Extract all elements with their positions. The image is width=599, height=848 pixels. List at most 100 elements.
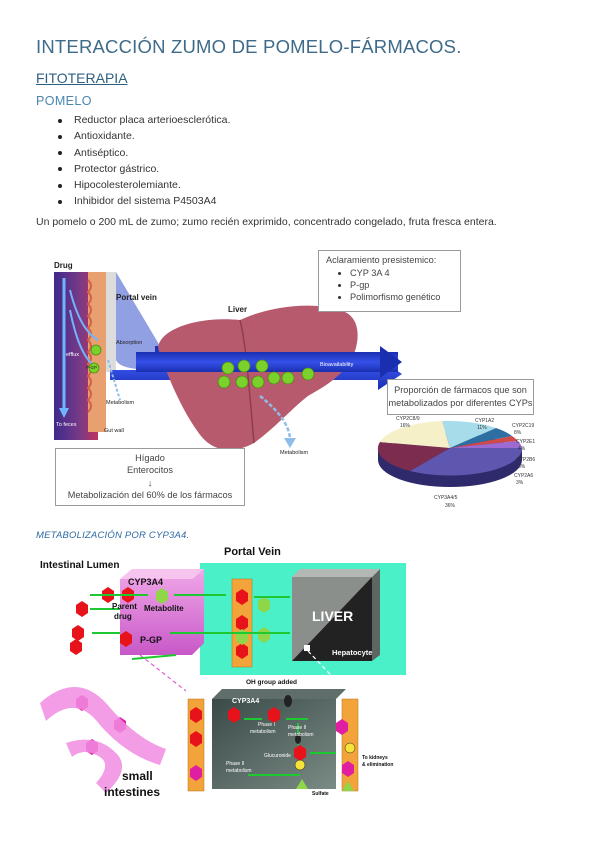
pie-label: CYP2E1 — [516, 439, 535, 445]
proportion-box: Proporción de fármacos que son metaboliz… — [387, 379, 534, 415]
sulfate-triangle — [296, 779, 308, 789]
sulfate-label: Sulfate — [312, 791, 329, 797]
pie-label: CYP2C19 — [512, 423, 534, 429]
drug-hexagon — [76, 601, 88, 617]
proportion-line: Proporción de fármacos que son — [394, 385, 527, 395]
pie-label: CYP2B6 — [516, 457, 535, 463]
dose-paragraph: Un pomelo o 200 mL de zumo; zumo recién … — [36, 216, 497, 228]
cyp3a4-label: CYP3A4 — [128, 577, 163, 587]
glucuronide-label: Glucuronide — [264, 753, 291, 759]
gut-wall-label: Gut wall — [104, 428, 124, 434]
subsection-heading: POMELO — [36, 94, 92, 108]
cyp-dot — [267, 371, 281, 385]
to-feces-label: To feces — [56, 422, 77, 428]
sulfate-triangle — [342, 781, 354, 791]
drug-label: drug — [114, 612, 132, 621]
drug-hexagon — [70, 639, 82, 655]
pie-value: 3% — [518, 464, 526, 470]
glucuronide-circle — [344, 742, 356, 754]
oh-added-label: OH group added — [246, 679, 297, 686]
pie-value: 11% — [477, 425, 487, 431]
oh-group — [295, 734, 301, 744]
pie-label: CYP3A4/5 — [434, 495, 458, 501]
intestinal-lumen-label: Intestinal Lumen — [40, 560, 119, 571]
pie-value: 8% — [514, 430, 522, 436]
metabolite-hexagon — [258, 597, 270, 613]
enterocytes-line: Enterocitos — [127, 465, 173, 476]
hepatocyte-label: Hepatocyte — [332, 648, 372, 657]
clearance-heading: Aclaramiento presistemico: — [326, 255, 437, 265]
efflux-label: efflux — [66, 352, 79, 358]
cyp-dot — [301, 367, 315, 381]
liver-label: LIVER — [312, 608, 353, 624]
list-item: Polimorfismo genético — [338, 291, 453, 303]
cyp-dot — [235, 375, 249, 389]
drug-hexagon — [294, 745, 306, 761]
gut-metabolism-label: Metabolism — [106, 400, 135, 406]
metabolite-hexagon — [156, 588, 168, 604]
phase2-label-b: Phase II — [226, 761, 244, 767]
drug-label: Drug — [54, 261, 73, 270]
cyp-dot — [251, 375, 265, 389]
drug-hexagon — [236, 615, 248, 631]
drug-hexagon — [190, 707, 202, 723]
list-item: Antioxidante. — [58, 128, 230, 144]
page-title: INTERACCIÓN ZUMO DE POMELO-FÁRMACOS. — [36, 36, 462, 57]
drug-hexagon — [236, 643, 248, 659]
list-item: Protector gástrico. — [58, 161, 230, 177]
glucuronide-circle — [294, 759, 306, 771]
pie-label: CYP1A2 — [475, 418, 494, 424]
liver-metabolism-label: Metabolism — [280, 450, 309, 456]
phase2-label: Phase II — [288, 725, 306, 731]
drug-hexagon — [268, 707, 280, 723]
cyp3a4-metabolism-figure: Intestinal Lumen Portal Vein CYP3A4 Pare… — [40, 546, 406, 799]
bioavailability-label: Bioavailability — [320, 362, 354, 368]
parent-label: Parent — [112, 602, 137, 611]
pgp-label: P-GP — [86, 365, 97, 370]
pgp-label: P-GP — [140, 635, 162, 645]
phase1-metabolism-label: metabolism — [250, 729, 276, 735]
section-heading: FITOTERAPIA — [36, 70, 128, 86]
proportion-line: metabolizados por diferentes CYPs — [388, 398, 533, 408]
oh-group — [284, 695, 292, 707]
metabolite-hexagon — [258, 627, 270, 643]
pie-label: CYP2A6 — [514, 473, 533, 479]
down-arrow-icon: ↓ — [147, 477, 153, 488]
drug-hexagon — [236, 589, 248, 605]
metabolization-line: Metabolización del 60% de los fármacos — [67, 490, 233, 501]
phase2-metabolism-label: metabolism — [288, 732, 314, 738]
intestines-label: intestines — [104, 785, 160, 799]
metabolization-heading: METABOLIZACIÓN POR CYP3A4. — [36, 530, 190, 541]
drug-hexagon — [190, 765, 202, 781]
phase2-metabolism-label-b: metabolism — [226, 768, 252, 774]
cyp-dot — [237, 359, 251, 373]
pie-label: CYP2C8/9 — [396, 416, 420, 422]
pie-value: 3% — [516, 480, 524, 486]
cyp-pie-chart — [377, 420, 523, 487]
liver-label: Liver — [228, 305, 247, 314]
pie-value: 36% — [445, 503, 456, 509]
list-item: Inhibidor del sistema P4503A4 — [58, 193, 230, 209]
portal-vein-label: Portal vein — [116, 293, 157, 302]
liver-line: Hígado — [135, 453, 165, 463]
absorption-label: Absorption — [116, 340, 142, 346]
drug-hexagon — [228, 707, 240, 723]
small-intestine — [40, 687, 166, 765]
metabolite-label: Metabolite — [144, 604, 184, 613]
first-pass-metabolism-figure: Drug Portal vein Liver Absorption efflux… — [54, 261, 535, 509]
drug-hexagon — [120, 631, 132, 647]
list-item: CYP 3A 4 — [338, 267, 453, 279]
list-item: Antiséptico. — [58, 145, 230, 161]
cyp-dot — [281, 371, 295, 385]
pie-value: 16% — [400, 423, 411, 429]
cyp3a4-hep-label: CYP3A4 — [232, 698, 259, 705]
drug-hexagon — [190, 731, 202, 747]
list-item: Reductor placa arterioesclerótica. — [58, 112, 230, 128]
kidneys-label: To kidneys — [362, 755, 388, 761]
cyp-dot — [90, 344, 102, 356]
drug-hexagon — [336, 719, 348, 735]
pie-value: 4% — [518, 446, 526, 452]
drug-hexagon — [342, 761, 354, 777]
cyp-dot — [88, 362, 100, 374]
list-item: Hipocolesterolemiante. — [58, 177, 230, 193]
